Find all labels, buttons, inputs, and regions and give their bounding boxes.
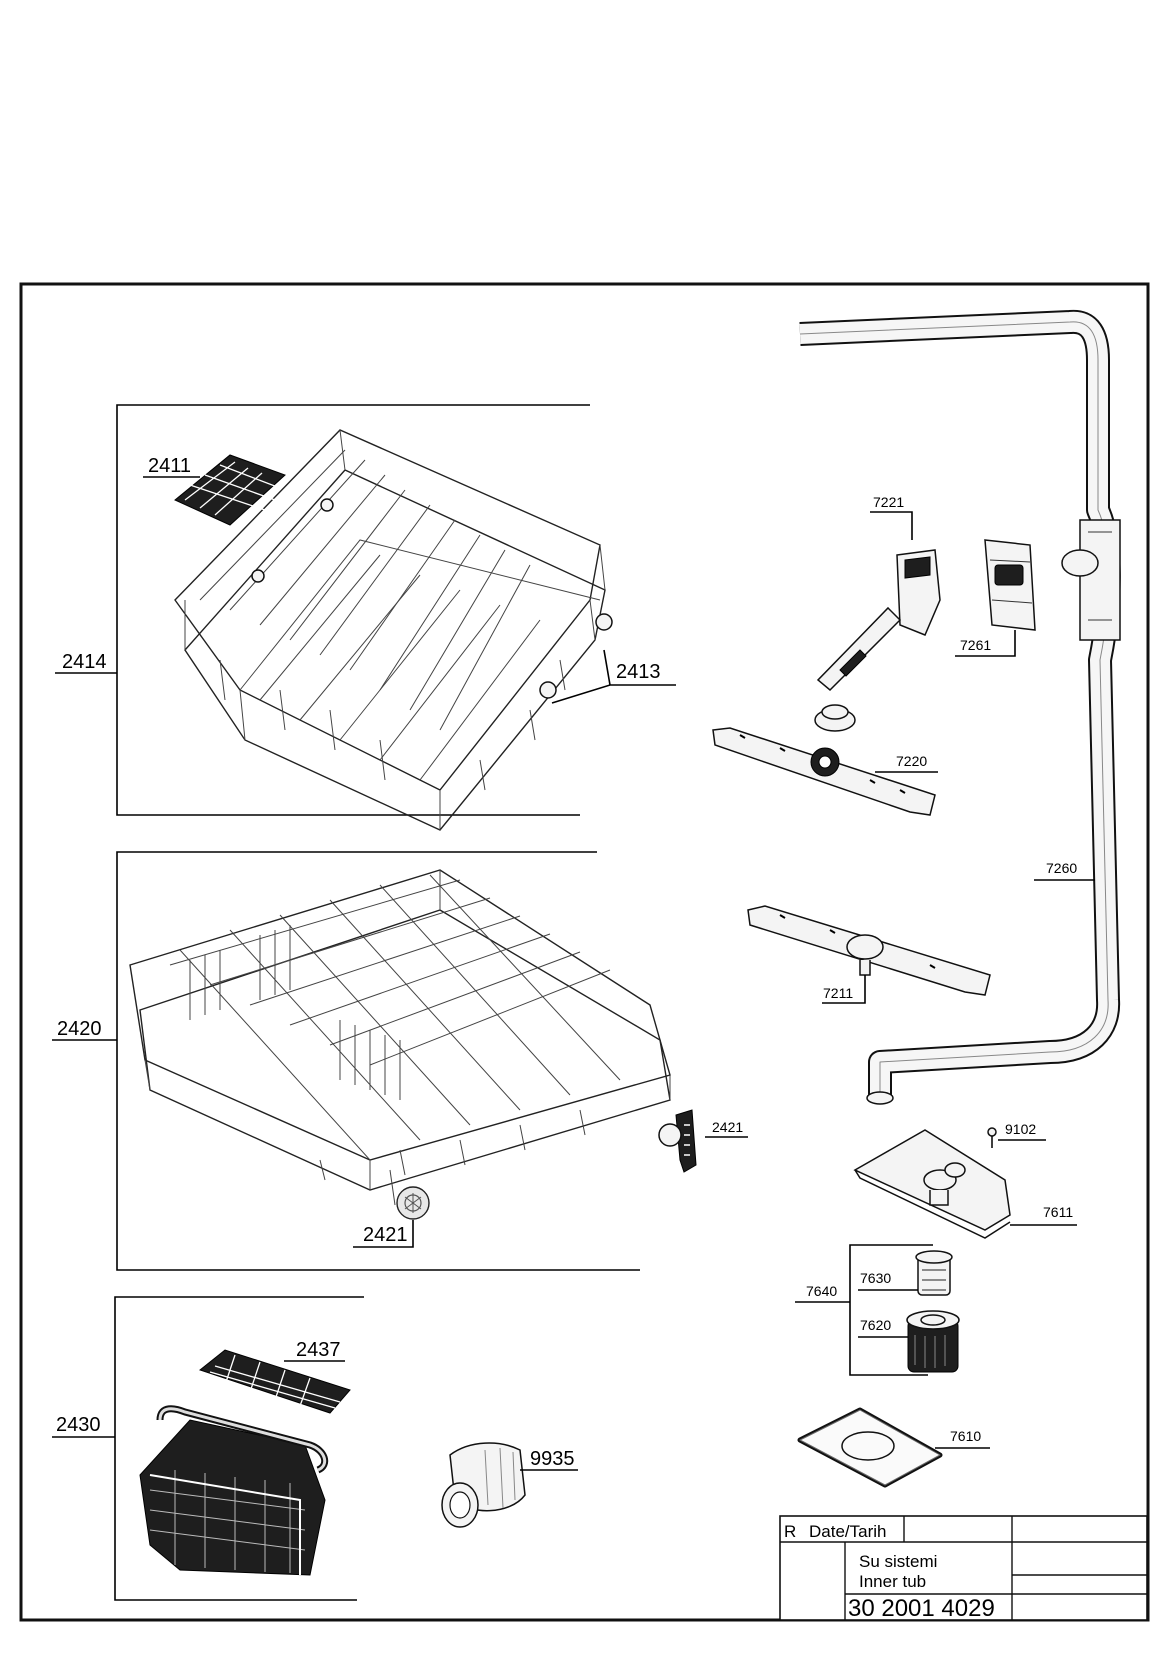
water-pipe-7260: 7260 [799,309,1121,1105]
callout-7211: 7211 [823,985,853,1001]
upper-basket-group: 2411 2414 2413 [55,404,676,831]
callout-7261: 7261 [960,637,991,653]
filter-7630 [915,1250,953,1296]
callout-2413: 2413 [616,661,661,683]
title-block-date-label: Date/Tarih [809,1522,886,1541]
callout-7610: 7610 [950,1428,981,1444]
callout-2437: 2437 [296,1339,341,1361]
callout-2421-right: 2421 [712,1119,743,1135]
title-block-rev: R [784,1522,796,1541]
funnel-9935: 9935 [441,1442,578,1528]
cutlery-basket-drawing [139,1405,329,1576]
lower-basket-group: 2420 2421 2421 [52,851,748,1271]
pipe-connector-7261: 7261 [955,539,1036,657]
upper-basket-drawing [174,429,613,831]
callout-7220: 7220 [896,753,927,769]
callout-2430: 2430 [56,1414,101,1436]
callout-7620: 7620 [860,1317,891,1333]
callout-9935: 9935 [530,1448,575,1470]
screw-9102: 9102 [987,1121,1046,1148]
lower-basket-drawing [129,869,671,1206]
cutlery-basket-group: 2437 2430 [52,1296,364,1601]
callout-7611: 7611 [1043,1204,1073,1220]
spray-arm-feed-7221: 7221 [814,494,941,732]
title-block-drawing-number: 30 2001 4029 [848,1595,995,1622]
title-block-name-en: Inner tub [859,1572,926,1591]
wheel-2421-right [658,1109,697,1173]
filter-assembly-7640: 7640 7630 7620 [795,1244,960,1376]
wheel-2421-left [396,1186,430,1220]
drawing-frame [19,282,1150,1622]
callout-7640: 7640 [806,1283,837,1299]
callout-9102: 9102 [1005,1121,1036,1137]
callout-7221: 7221 [873,494,904,510]
upper-spray-arm-7220: 7220 [712,727,938,816]
filter-7620 [906,1310,960,1373]
filter-cover-7611: 7611 [853,1129,1077,1239]
callout-7260: 7260 [1046,860,1077,876]
callout-7630: 7630 [860,1270,891,1286]
callout-2411: 2411 [148,455,191,477]
title-block-name-tr: Su sistemi [859,1552,937,1571]
filter-plate-7610: 7610 [797,1407,990,1488]
title-block: R Date/Tarih Su sistemi Inner tub 30 200… [779,1515,1148,1622]
callout-2414: 2414 [62,651,107,673]
callout-2421-left: 2421 [363,1224,408,1246]
callout-2420: 2420 [57,1018,102,1040]
cutlery-lid-2437 [198,1349,351,1414]
lower-spray-arm-7211: 7211 [747,905,991,1004]
cup-shelf-2411 [174,454,286,526]
